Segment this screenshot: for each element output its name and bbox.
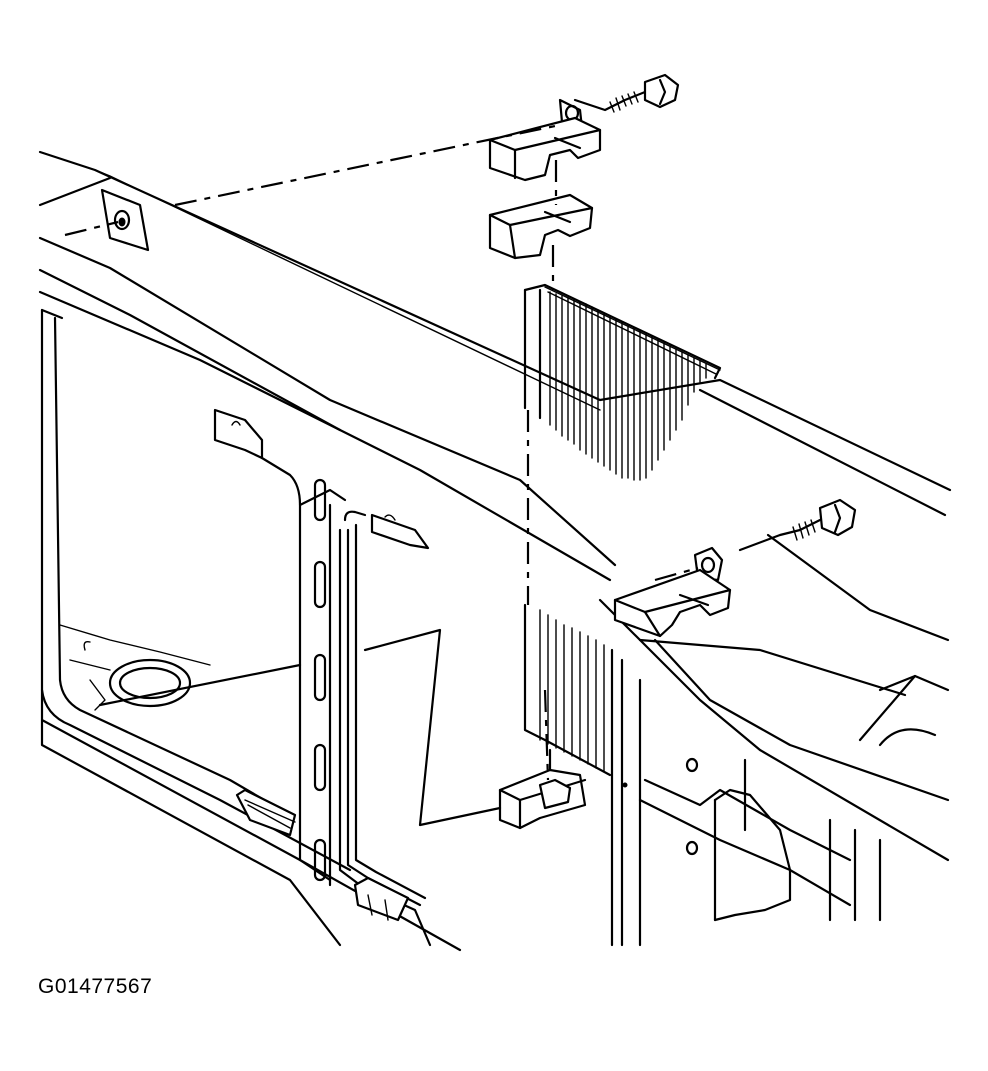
brace-slot	[313, 743, 327, 792]
brace-slot	[313, 653, 327, 702]
upper-insulator-clip	[488, 98, 602, 182]
upper-insulator-left	[488, 193, 594, 260]
right-insulator-clip	[613, 546, 732, 638]
upper-mount-hole	[100, 188, 150, 252]
right-bolt	[738, 498, 857, 552]
brace-slot	[313, 560, 327, 609]
radiator-support-left-frame	[40, 308, 462, 952]
brace-slot	[313, 478, 327, 522]
radiator-support-right-side	[638, 757, 882, 922]
figure-code: G01477567	[38, 975, 153, 998]
upper-bolt	[573, 73, 680, 113]
callout-leaders	[98, 628, 502, 827]
radiator-core	[523, 283, 722, 947]
alignment-lines	[64, 123, 699, 781]
center-brace	[213, 408, 432, 947]
radiator-support-upper-panel	[38, 150, 952, 862]
brace-slot	[313, 838, 327, 882]
lower-insulator	[498, 748, 587, 830]
